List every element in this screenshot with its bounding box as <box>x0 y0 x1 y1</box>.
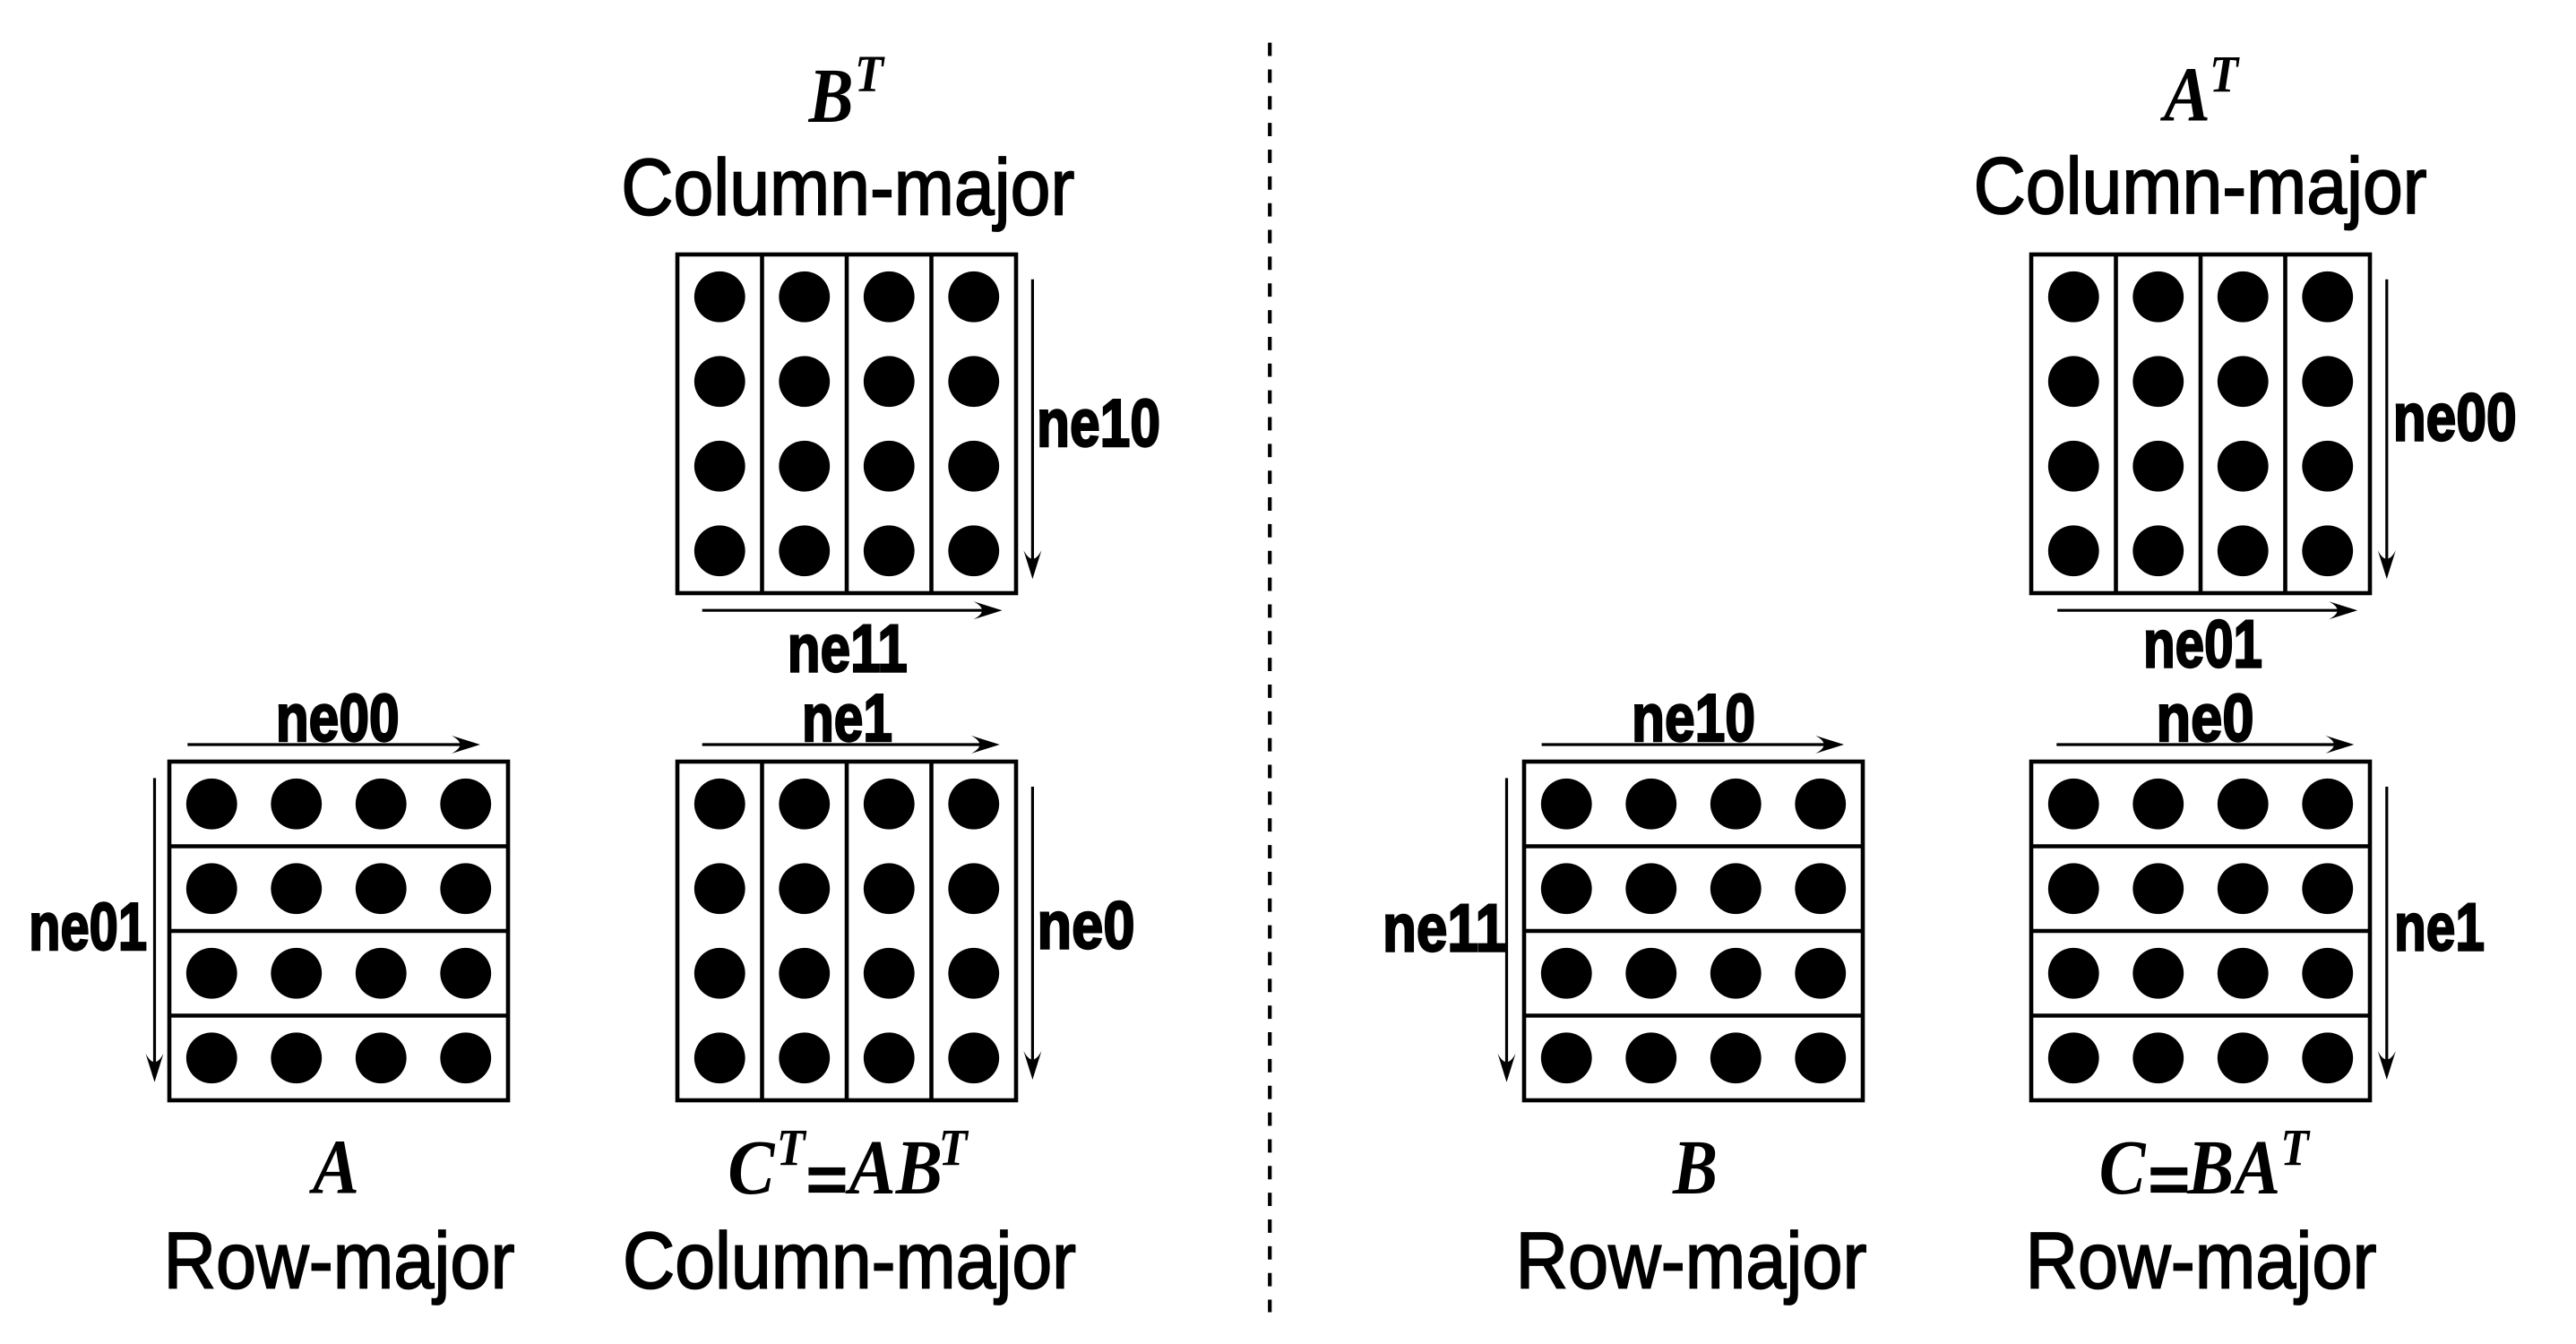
svg-text:T: T <box>2280 1118 2311 1176</box>
svg-text:Row-major: Row-major <box>164 1216 515 1305</box>
svg-text:B: B <box>2187 1124 2235 1210</box>
svg-text:ne1: ne1 <box>802 680 892 755</box>
svg-text:ne01: ne01 <box>29 889 147 964</box>
svg-text:T: T <box>2210 45 2240 103</box>
svg-text:A: A <box>2230 1124 2280 1210</box>
svg-text:C: C <box>2099 1124 2147 1210</box>
svg-text:ne0: ne0 <box>2157 680 2254 755</box>
svg-text:Column-major: Column-major <box>1974 141 2427 230</box>
svg-text:ne0: ne0 <box>1038 888 1135 963</box>
svg-text:ne11: ne11 <box>788 611 908 686</box>
svg-text:ne1: ne1 <box>2394 890 2485 965</box>
svg-text:A: A <box>845 1124 896 1210</box>
svg-text:C: C <box>728 1124 775 1210</box>
svg-text:ne00: ne00 <box>2393 380 2517 455</box>
svg-text:ne10: ne10 <box>1037 385 1160 461</box>
svg-text:ne11: ne11 <box>1383 891 1506 966</box>
svg-text:Row-major: Row-major <box>1516 1216 1867 1305</box>
svg-text:T: T <box>939 1118 969 1176</box>
svg-text:Column-major: Column-major <box>623 1216 1076 1305</box>
svg-text:T: T <box>855 45 885 103</box>
svg-text:B: B <box>808 52 854 139</box>
svg-text:Column-major: Column-major <box>621 142 1074 232</box>
svg-text:ne10: ne10 <box>1632 680 1755 755</box>
svg-text:Row-major: Row-major <box>2026 1216 2377 1305</box>
svg-text:ne01: ne01 <box>2143 606 2262 681</box>
svg-text:B: B <box>895 1124 943 1210</box>
svg-text:ne00: ne00 <box>276 680 400 755</box>
svg-text:T: T <box>777 1118 807 1176</box>
svg-text:A: A <box>2160 51 2210 138</box>
svg-text:B: B <box>1672 1124 1718 1210</box>
svg-text:A: A <box>309 1124 359 1210</box>
